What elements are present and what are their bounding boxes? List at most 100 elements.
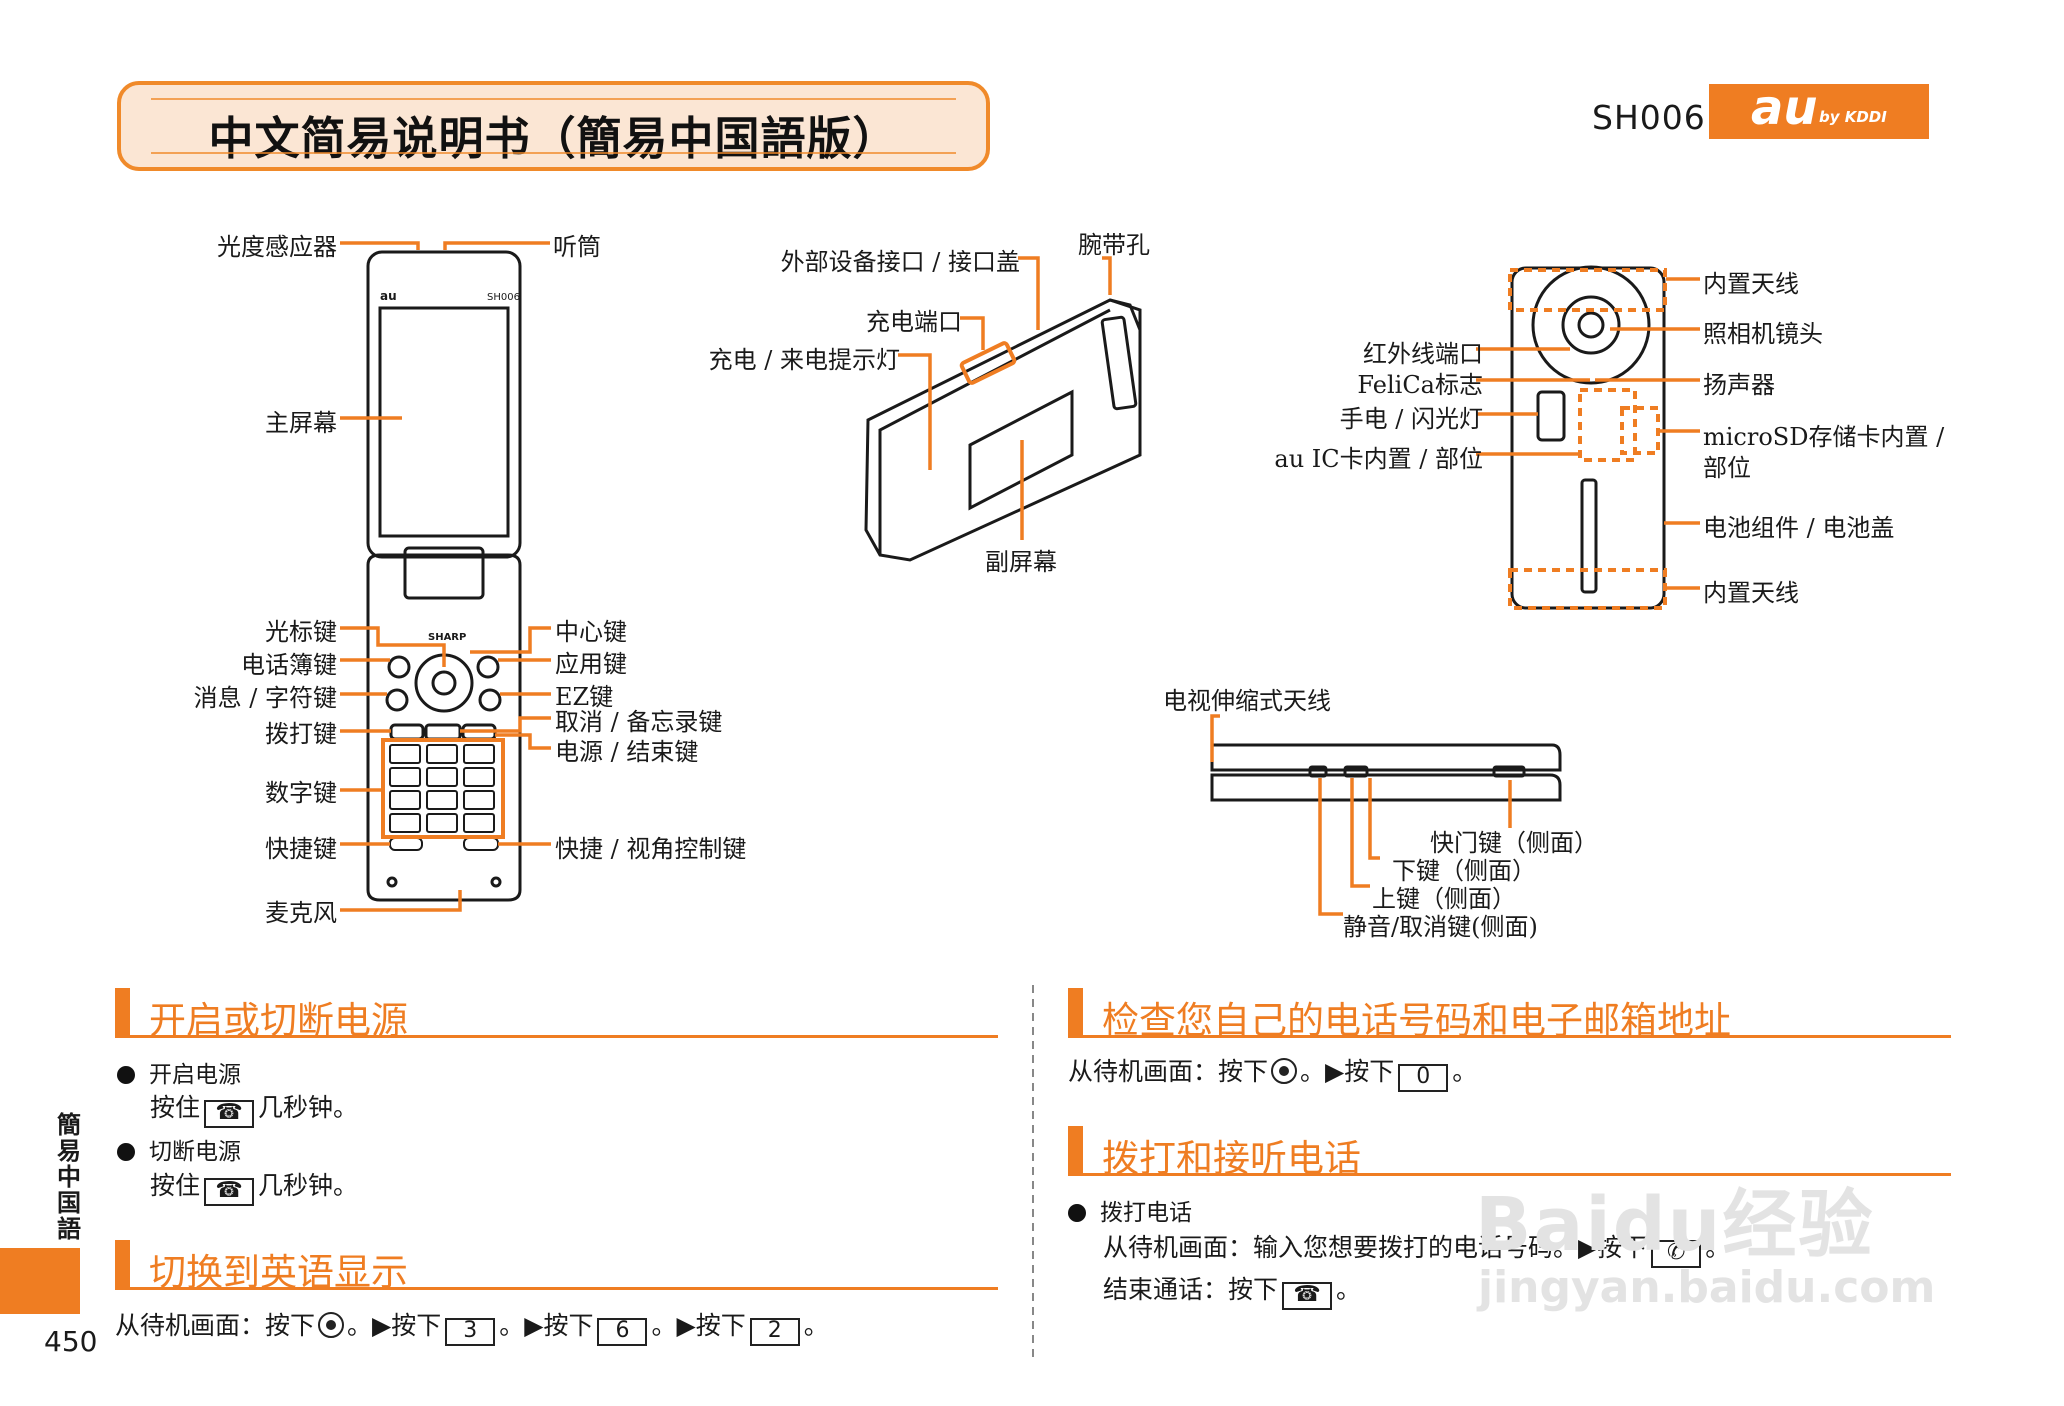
section-header-calls: 拨打和接听电话 bbox=[1068, 1126, 1951, 1180]
text-power-off: 按住☎几秒钟。 bbox=[150, 1166, 358, 1206]
section-bar bbox=[115, 988, 130, 1035]
label-strap-hole: 腕带孔 bbox=[1078, 231, 1150, 259]
bullet-power-off: 切断电源 bbox=[117, 1132, 241, 1166]
side-tab-marker bbox=[0, 1248, 80, 1314]
camera-bezel bbox=[1531, 265, 1651, 385]
aquos-shot-label bbox=[1580, 478, 1598, 594]
label-tv-antenna: 电视伸缩式天线 bbox=[1163, 687, 1331, 715]
label-app-key: 应用键 bbox=[555, 650, 627, 678]
svg-text:SHARP: SHARP bbox=[428, 632, 466, 643]
power-key-icon: ☎ bbox=[1282, 1282, 1333, 1310]
microsd-area bbox=[1620, 406, 1660, 455]
brand-by: by KDDI bbox=[1819, 108, 1887, 126]
key-3: 3 bbox=[445, 1318, 496, 1346]
page-number: 450 bbox=[44, 1325, 98, 1358]
text-make-call: 从待机画面：输入您想要拨打的电话号码。▶按下✆。 bbox=[1103, 1228, 1730, 1268]
side-tab-label: 簡易中国語 bbox=[57, 1111, 81, 1243]
label-cancel-memo-key: 取消 / 备忘录键 bbox=[555, 708, 723, 736]
bullet-dot bbox=[117, 1066, 135, 1084]
label-down-key: 下键（侧面） bbox=[1392, 857, 1536, 885]
label-message-key: 消息 / 字符键 bbox=[193, 684, 337, 712]
section-bar bbox=[1068, 988, 1083, 1035]
brand-au: au bbox=[1751, 80, 1818, 136]
label-battery: 电池组件 / 电池盖 bbox=[1703, 514, 1895, 542]
power-key-icon: ☎ bbox=[204, 1100, 255, 1128]
bullet-dot bbox=[117, 1143, 135, 1161]
key-2: 2 bbox=[749, 1318, 800, 1346]
watermark-logo: Baidu经验 bbox=[1475, 1182, 1875, 1268]
label-cursor-key: 光标键 bbox=[265, 618, 337, 646]
watermark-url: jingyan.baidu.com bbox=[1478, 1262, 1936, 1313]
sub-screen-shape bbox=[968, 389, 1074, 511]
key-6: 6 bbox=[597, 1318, 648, 1346]
page-title: 中文简易说明书（簡易中国語版） bbox=[208, 112, 899, 165]
label-up-key: 上键（侧面） bbox=[1372, 885, 1516, 913]
svg-text:SH006: SH006 bbox=[487, 292, 520, 303]
label-shutter-key: 快门键（侧面） bbox=[1430, 829, 1598, 857]
charging-port-highlight bbox=[959, 341, 1017, 385]
closed-phone-body bbox=[864, 298, 1142, 562]
model-name: SH006 bbox=[1592, 98, 1706, 137]
label-mute-key: 静音/取消键(侧面) bbox=[1343, 913, 1538, 941]
text-end-call: 结束通话：按下☎。 bbox=[1103, 1270, 1361, 1310]
label-ext-connector: 外部设备接口 / 接口盖 bbox=[780, 248, 1020, 276]
label-phonebook-key: 电话簿键 bbox=[241, 651, 337, 679]
label-sub-screen: 副屏幕 bbox=[985, 548, 1057, 576]
hinge bbox=[403, 546, 485, 600]
text-power-on: 按住☎几秒钟。 bbox=[150, 1088, 358, 1128]
label-flashlight: 手电 / 闪光灯 bbox=[1339, 405, 1483, 433]
flash-shape bbox=[1536, 390, 1566, 442]
brand-logo: au by KDDI bbox=[1709, 80, 1929, 139]
label-microsd-line2: 部位 bbox=[1703, 454, 1751, 482]
label-felica: FeliCa标志 bbox=[1357, 371, 1483, 399]
bullet-power-on: 开启电源 bbox=[117, 1055, 241, 1089]
label-light-sensor: 光度感应器 bbox=[217, 233, 337, 261]
label-camera-lens: 照相机镜头 bbox=[1703, 320, 1823, 348]
section-bar bbox=[115, 1240, 130, 1287]
label-quick-key: 快捷键 bbox=[265, 835, 337, 863]
ic-card-area bbox=[1578, 388, 1637, 462]
label-power-end-key: 电源 / 结束键 bbox=[555, 738, 699, 766]
front-bottom-half bbox=[366, 553, 522, 902]
section-header-english: 切换到英语显示 bbox=[115, 1240, 998, 1294]
section-title-english: 切换到英语显示 bbox=[149, 1251, 408, 1294]
label-antenna-bottom: 内置天线 bbox=[1703, 579, 1799, 607]
bullet-make-call: 拨打电话 bbox=[1068, 1193, 1192, 1227]
banner-rule-bottom bbox=[151, 152, 956, 154]
center-key-icon bbox=[1271, 1058, 1298, 1084]
label-earpiece: 听筒 bbox=[553, 233, 601, 261]
side-bottom-half bbox=[1210, 773, 1562, 802]
label-speaker: 扬声器 bbox=[1703, 371, 1775, 399]
section-bar bbox=[1068, 1126, 1083, 1173]
label-center-key: 中心键 bbox=[555, 618, 627, 646]
label-au-ic-card: au IC卡内置 / 部位 bbox=[1274, 445, 1483, 473]
label-ez-key: EZ键 bbox=[555, 683, 614, 711]
label-antenna-top: 内置天线 bbox=[1703, 270, 1799, 298]
antenna-bottom-area bbox=[1508, 568, 1667, 610]
center-key-shape bbox=[431, 670, 457, 696]
camera-lens-shape bbox=[1561, 295, 1621, 355]
label-microsd-line1: microSD存储卡内置 / bbox=[1703, 423, 1945, 451]
power-key-icon: ☎ bbox=[204, 1178, 255, 1206]
label-charging-port: 充电端口 bbox=[866, 308, 962, 336]
label-charge-indicator: 充电 / 来电提示灯 bbox=[708, 346, 900, 374]
front-top-half bbox=[366, 250, 522, 559]
banner-rule-top bbox=[151, 98, 956, 100]
key-0: 0 bbox=[1398, 1064, 1449, 1092]
bullet-dot bbox=[1068, 1204, 1086, 1222]
svg-text:au: au bbox=[380, 289, 397, 303]
label-call-key: 拨打键 bbox=[265, 720, 337, 748]
section-header-power: 开启或切断电源 bbox=[115, 988, 998, 1042]
side-top-half bbox=[1210, 743, 1562, 772]
label-ir-port: 红外线端口 bbox=[1363, 340, 1483, 368]
section-title-calls: 拨打和接听电话 bbox=[1102, 1137, 1361, 1180]
section-title-power: 开启或切断电源 bbox=[149, 999, 408, 1042]
number-keys-highlight bbox=[381, 738, 505, 839]
main-screen-frame bbox=[378, 306, 510, 538]
center-key-icon bbox=[318, 1312, 345, 1338]
section-title-check-number: 检查您自己的电话号码和电子邮箱地址 bbox=[1102, 999, 1731, 1042]
label-quick-view-key: 快捷 / 视角控制键 bbox=[555, 835, 747, 863]
